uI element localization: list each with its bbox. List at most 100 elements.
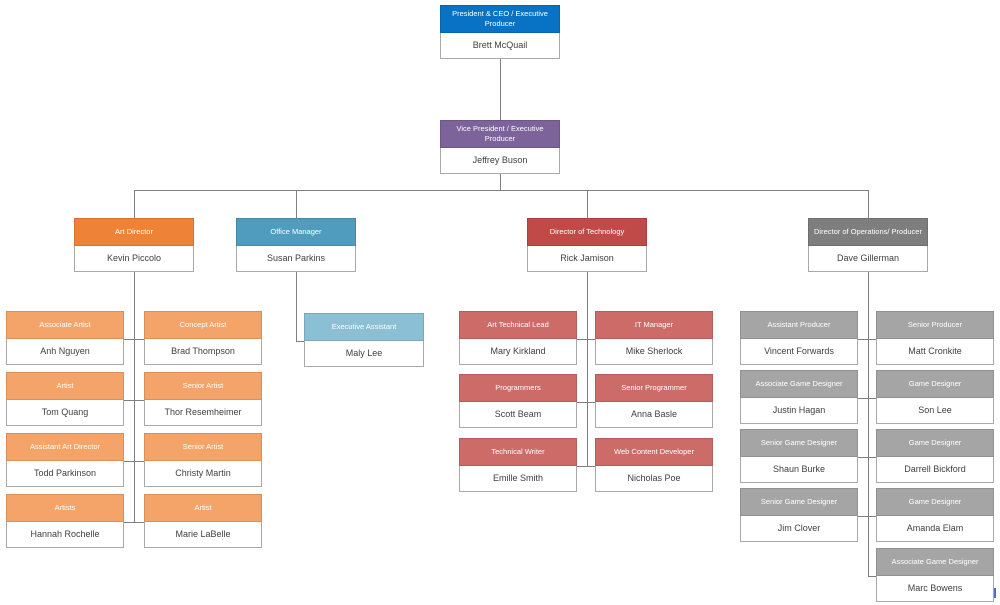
node-person: Todd Parkinson [6, 461, 124, 487]
connector-line [577, 402, 588, 403]
connector-line [868, 457, 876, 458]
node-title: Technical Writer [459, 438, 577, 466]
node-person: Justin Hagan [740, 398, 858, 424]
node-title: Artist [144, 494, 262, 522]
node-title: President & CEO / Executive Producer [440, 5, 560, 33]
node-person: Scott Beam [459, 402, 577, 428]
connector-line [134, 522, 144, 523]
connector-line [868, 339, 876, 340]
connector-line [134, 339, 144, 340]
node-person: Nicholas Poe [595, 466, 713, 492]
node-title: Art Technical Lead [459, 311, 577, 339]
connector-line [124, 339, 135, 340]
connector-line [134, 190, 869, 191]
connector-line [134, 190, 135, 218]
connector-line [587, 339, 595, 340]
node-title: Associate Artist [6, 311, 124, 339]
node-person: Maly Lee [304, 341, 424, 367]
connector-line [296, 190, 297, 218]
connector-line [124, 461, 135, 462]
node-title: IT Manager [595, 311, 713, 339]
node-person: Anna Basle [595, 402, 713, 428]
node-person: Hannah Rochelle [6, 522, 124, 548]
node-title: Concept Artist [144, 311, 262, 339]
node-title: Web Content Developer [595, 438, 713, 466]
node-person: Dave Gillerman [808, 246, 928, 272]
connector-line [577, 339, 588, 340]
connector-line [134, 272, 135, 522]
connector-line [858, 516, 869, 517]
node-title: Senior Game Designer [740, 488, 858, 516]
node-title: Senior Producer [876, 311, 994, 339]
connector-line [868, 516, 876, 517]
node-title: Art Director [74, 218, 194, 246]
node-person: Brett McQuail [440, 33, 560, 59]
node-title: Associate Game Designer [876, 548, 994, 576]
node-title: Associate Game Designer [740, 370, 858, 398]
node-person: Emille Smith [459, 466, 577, 492]
node-title: Artist [6, 372, 124, 400]
connector-line [296, 272, 297, 341]
connector-line [587, 402, 595, 403]
connector-line [868, 398, 876, 399]
node-title: Executive Assistant [304, 313, 424, 341]
connector-line [868, 576, 876, 577]
connector-line [500, 59, 501, 120]
connector-line [587, 190, 588, 218]
connector-line [868, 272, 869, 576]
node-person: Marc Bowens [876, 576, 994, 602]
node-title: Office Manager [236, 218, 356, 246]
node-person: Mary Kirkland [459, 339, 577, 365]
node-title: Senior Artist [144, 433, 262, 461]
node-title: Assistant Producer [740, 311, 858, 339]
node-title: Programmers [459, 374, 577, 402]
node-person: Christy Martin [144, 461, 262, 487]
node-title: Game Designer [876, 488, 994, 516]
node-title: Assistant Art Director [6, 433, 124, 461]
node-title: Artists [6, 494, 124, 522]
node-person: Tom Quang [6, 400, 124, 426]
node-title: Game Designer [876, 370, 994, 398]
node-title: Game Designer [876, 429, 994, 457]
node-title: Vice President / Executive Producer [440, 120, 560, 148]
connector-line [296, 341, 304, 342]
connector-line [134, 400, 144, 401]
connector-line [587, 466, 595, 467]
connector-line [577, 466, 588, 467]
node-person: Marie LaBelle [144, 522, 262, 548]
node-person: Susan Parkins [236, 246, 356, 272]
node-title: Director of Operations/ Producer [808, 218, 928, 246]
node-person: Shaun Burke [740, 457, 858, 483]
